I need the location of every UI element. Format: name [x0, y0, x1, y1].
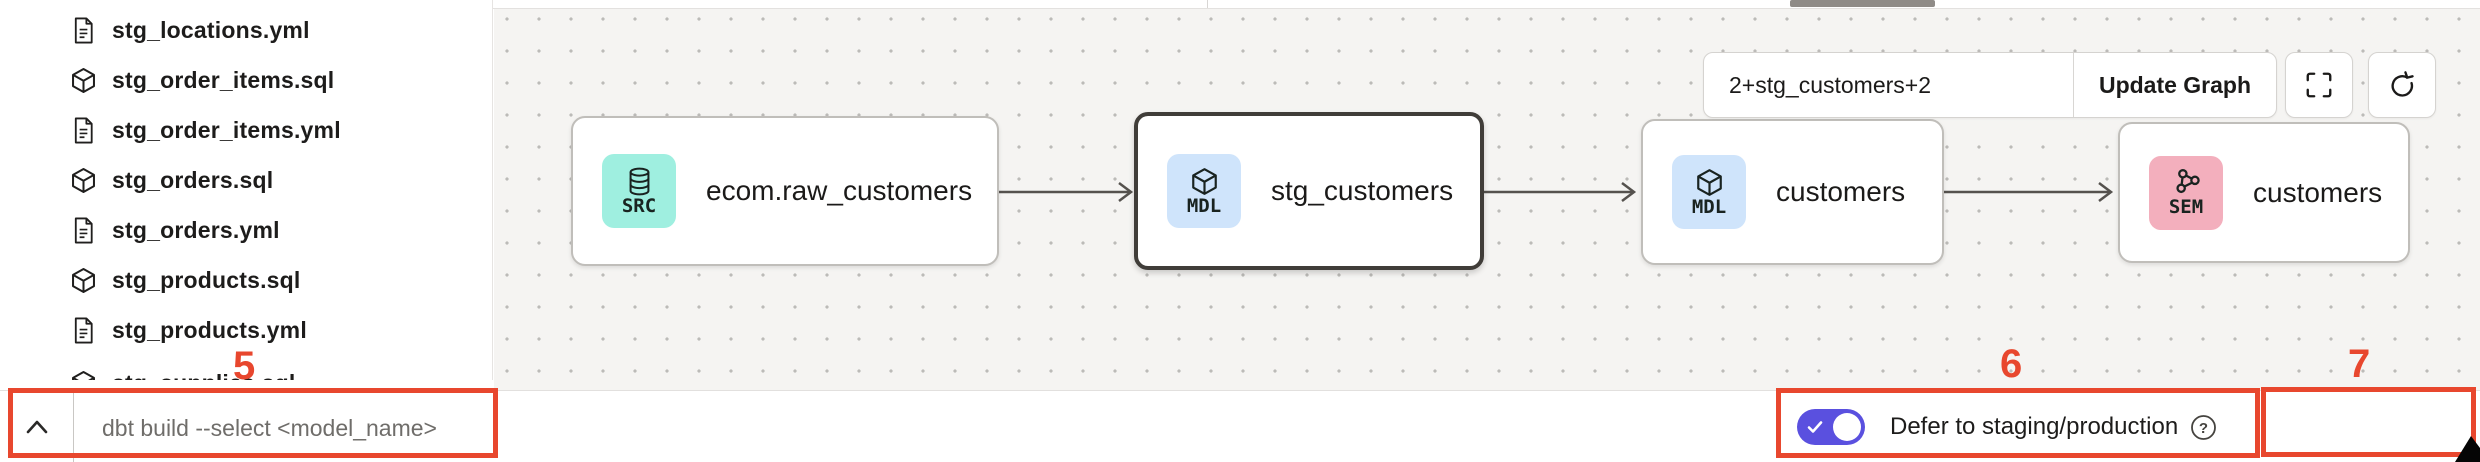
canvas-top-strip: [493, 0, 2480, 9]
lineage-selector-input[interactable]: [1704, 53, 2073, 117]
lineage-selector-group: Update Graph: [1703, 52, 2277, 118]
file-name: stg_locations.yml: [112, 16, 310, 43]
node-label: ecom.raw_customers: [706, 175, 973, 206]
bottom-command-bar: Defer to staging/production ? Ready •••: [0, 390, 2480, 462]
file-explorer: stg_locations.yml stg_order_items.sql st…: [0, 0, 493, 380]
semantic-graph-icon: [2175, 169, 2200, 194]
edge-customers-to-sem-customers: [1944, 182, 2114, 202]
help-icon[interactable]: ?: [2190, 414, 2217, 441]
model-cube-icon: [1696, 168, 1722, 196]
model-badge: MDL: [1672, 155, 1746, 229]
model-cube-icon: [72, 167, 95, 193]
expand-panel-button[interactable]: [0, 391, 74, 462]
horizontal-scrollbar-thumb[interactable]: [1790, 0, 1935, 7]
refresh-icon: [2391, 71, 2414, 97]
badge-label: SRC: [621, 194, 657, 217]
defer-control: Defer to staging/production ?: [1797, 391, 2217, 462]
file-item-partial[interactable]: stg_supplies.sql: [0, 358, 492, 380]
file-item[interactable]: stg_orders.yml: [0, 205, 492, 255]
semantic-model-badge: SEM: [2149, 155, 2223, 230]
node-label: stg_customers: [1271, 175, 1454, 206]
file-item[interactable]: stg_locations.yml: [0, 5, 492, 55]
dbt-command-input[interactable]: [100, 391, 534, 462]
source-badge: SRC: [602, 154, 676, 228]
file-item[interactable]: stg_products.yml: [0, 305, 492, 355]
fullscreen-icon: [2306, 72, 2332, 98]
check-icon: [1807, 421, 1823, 433]
badge-label: MDL: [1186, 194, 1222, 217]
edge-stg-customers-to-customers: [1484, 182, 1637, 202]
model-cube-icon: [72, 267, 95, 293]
file-item[interactable]: stg_order_items.sql: [0, 55, 492, 105]
document-icon: [74, 17, 93, 43]
lineage-node-stg-customers[interactable]: MDL stg_customers: [1134, 112, 1484, 270]
badge-label: SEM: [2168, 196, 2204, 218]
file-name: stg_order_items.sql: [112, 66, 335, 93]
update-graph-button[interactable]: Update Graph: [2073, 53, 2276, 117]
node-label: customers: [2253, 176, 2383, 208]
document-icon: [74, 217, 93, 243]
file-item[interactable]: stg_order_items.yml: [0, 105, 492, 155]
edge-src-to-stg-customers: [999, 182, 1134, 202]
model-cube-icon: [72, 67, 95, 93]
svg-text:?: ?: [2199, 420, 2208, 437]
file-name: stg_products.yml: [112, 316, 307, 343]
defer-toggle[interactable]: [1797, 409, 1865, 445]
file-name: stg_orders.yml: [112, 216, 280, 243]
document-icon: [74, 317, 93, 343]
model-cube-icon: [72, 370, 95, 380]
file-item[interactable]: stg_orders.sql: [0, 155, 492, 205]
badge-label: MDL: [1691, 195, 1727, 218]
model-cube-icon: [1191, 167, 1217, 195]
lineage-node-customers-semantic[interactable]: SEM customers: [2118, 122, 2410, 263]
node-label: customers: [1776, 176, 1906, 207]
file-name: stg_products.sql: [112, 266, 301, 293]
lineage-node-source-raw-customers[interactable]: SRC ecom.raw_customers: [571, 116, 999, 266]
toggle-knob: [1833, 413, 1861, 441]
refresh-button[interactable]: [2368, 52, 2436, 118]
chevron-up-icon: [26, 420, 47, 434]
fullscreen-button[interactable]: [2285, 52, 2353, 118]
file-item[interactable]: stg_products.sql: [0, 255, 492, 305]
defer-label: Defer to staging/production: [1890, 413, 2179, 440]
document-icon: [74, 117, 93, 143]
strip-divider: [1207, 0, 1208, 8]
file-name: stg_supplies.sql: [112, 370, 295, 381]
file-name: stg_order_items.yml: [112, 116, 341, 143]
database-icon: [629, 167, 649, 195]
file-name: stg_orders.sql: [112, 166, 274, 193]
model-badge: MDL: [1167, 154, 1241, 228]
lineage-node-customers-model[interactable]: MDL customers: [1641, 119, 1944, 265]
